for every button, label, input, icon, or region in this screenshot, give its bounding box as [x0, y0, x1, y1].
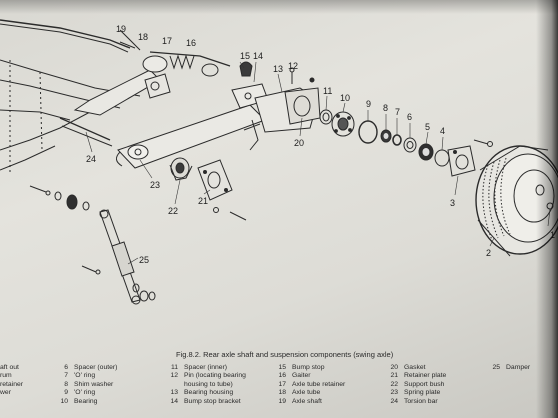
- callout-9: 9: [366, 99, 371, 109]
- callout-4: 4: [440, 126, 445, 136]
- callout-25: 25: [139, 255, 149, 265]
- callout-3: 3: [450, 198, 455, 208]
- figure-caption: Fig.8.2. Rear axle shaft and suspension …: [176, 350, 394, 359]
- callout-22: 22: [168, 206, 178, 216]
- legend-col-0: aft out rum retainer wer: [0, 364, 23, 398]
- damper-fixings: [29, 185, 90, 211]
- axle-shaft-assembly: [119, 41, 231, 99]
- callout-21: 21: [198, 196, 208, 206]
- callout-6: 6: [407, 112, 412, 122]
- bearing-housing: [243, 87, 321, 151]
- callout-17: 17: [162, 36, 172, 46]
- callout-19: 19: [116, 24, 126, 34]
- callout-12: 12: [288, 61, 298, 71]
- callout-8: 8: [383, 103, 388, 113]
- chassis-frame: [0, 59, 141, 175]
- callout-5: 5: [425, 122, 430, 132]
- callout-18: 18: [138, 32, 148, 42]
- legend-row: housing to tube): [184, 380, 233, 388]
- legend-row: 9'O' ring: [64, 389, 96, 397]
- hub-bolt: [473, 139, 493, 147]
- spring-plate: [59, 69, 266, 169]
- callout-20: 20: [294, 138, 304, 148]
- damper: [81, 209, 156, 305]
- oil-seal: [418, 143, 450, 167]
- callout-2: 2: [486, 248, 491, 258]
- page-shadow-top: [0, 0, 558, 14]
- support-bush: [169, 157, 193, 181]
- callout-11: 11: [323, 86, 332, 96]
- retainer-plate: [197, 159, 247, 221]
- locating-pin: [289, 67, 315, 84]
- legend-row: 7'O' ring: [64, 372, 96, 380]
- legend-row: aft out: [0, 364, 19, 371]
- callout-7: 7: [395, 107, 400, 117]
- bearing-retainer: [447, 145, 476, 177]
- callout-14: 14: [253, 51, 263, 61]
- callout-15: 15: [240, 51, 250, 61]
- callout-24: 24: [86, 154, 96, 164]
- bearing-stack: [319, 109, 417, 153]
- legend-row: wer: [0, 389, 11, 397]
- callout-16: 16: [186, 38, 196, 48]
- callout-10: 10: [340, 93, 350, 103]
- page-shadow-edge: [536, 0, 558, 418]
- callout-13: 13: [273, 64, 283, 74]
- legend-row: rum: [0, 372, 12, 380]
- upper-rod: [0, 19, 141, 53]
- legend-row: retainer: [0, 380, 24, 388]
- callout-23: 23: [150, 180, 160, 190]
